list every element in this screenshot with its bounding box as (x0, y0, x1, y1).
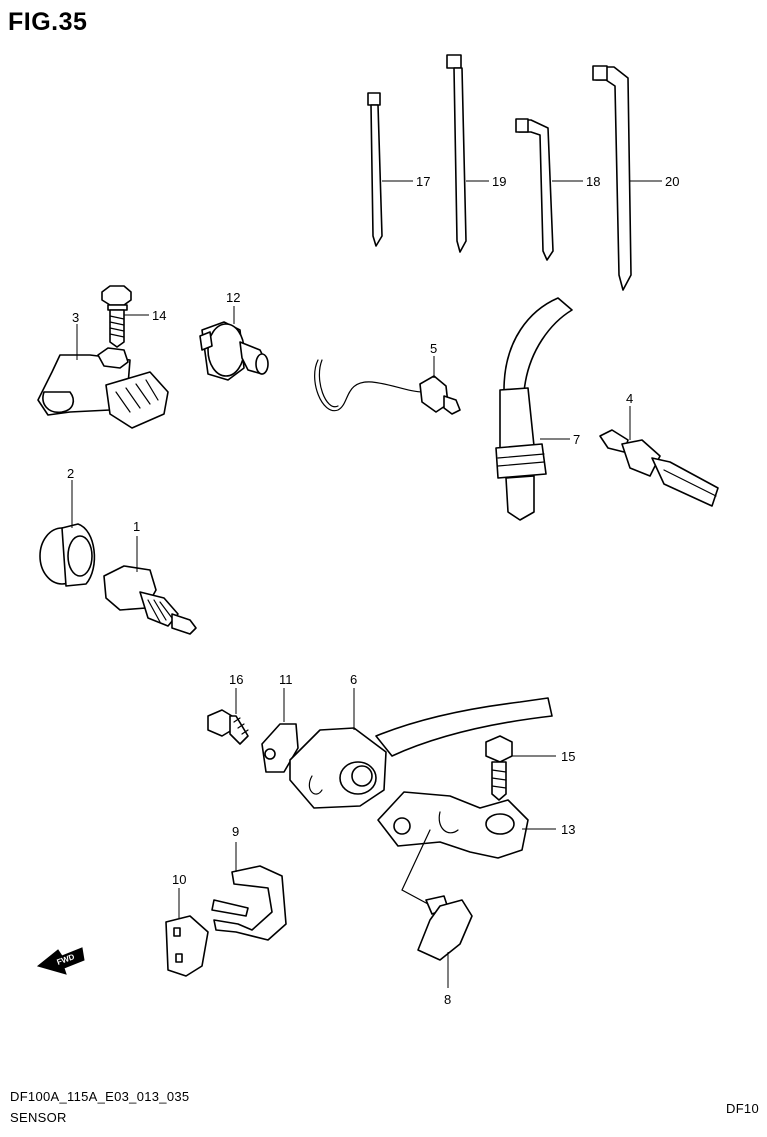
callout-labels: 17 19 18 20 14 12 3 5 7 4 2 1 16 11 6 15… (67, 174, 679, 1007)
crank-sensor-6 (289, 688, 553, 809)
callout-2: 2 (67, 466, 74, 481)
model-code: DF100A_115A_E03_013_035 (10, 1089, 190, 1104)
callout-15: 15 (561, 749, 575, 764)
temp-sender-1 (103, 536, 197, 635)
callout-11: 11 (279, 672, 293, 687)
forward-arrow-icon: FWD (36, 947, 85, 975)
figure-title: FIG.35 (8, 8, 88, 36)
callout-18: 18 (586, 174, 600, 189)
callout-13: 13 (561, 822, 575, 837)
callout-16: 16 (229, 672, 243, 687)
knock-sensor-12 (199, 306, 269, 381)
plate-10 (165, 888, 209, 977)
callout-14: 14 (152, 308, 166, 323)
callout-6: 6 (350, 672, 357, 687)
callout-20: 20 (665, 174, 679, 189)
callout-7: 7 (573, 432, 580, 447)
map-sensor-3 (37, 324, 169, 429)
oxygen-sensor-7 (495, 297, 573, 521)
bolt-15 (485, 735, 556, 801)
plate-11 (261, 688, 299, 773)
bolt-14 (101, 285, 149, 348)
callout-17: 17 (416, 174, 430, 189)
callout-4: 4 (626, 391, 633, 406)
temp-sensor-5 (314, 356, 461, 415)
callout-12: 12 (226, 290, 240, 305)
bracket-13 (377, 791, 556, 859)
clamp-9 (211, 842, 287, 941)
callout-1: 1 (133, 519, 140, 534)
bolt-16 (207, 688, 249, 745)
cable-tie-18 (515, 118, 583, 261)
cable-tie-19 (446, 54, 489, 253)
temp-sensor-4 (599, 406, 719, 507)
callout-5: 5 (430, 341, 437, 356)
callout-19: 19 (492, 174, 506, 189)
right-code: DF10 (726, 1101, 759, 1116)
callout-3: 3 (72, 310, 79, 325)
clip-8 (401, 829, 473, 988)
grommet-2 (39, 480, 96, 587)
cable-tie-20 (592, 65, 662, 291)
callout-9: 9 (232, 824, 239, 839)
section-name: SENSOR (10, 1110, 67, 1125)
callout-8: 8 (444, 992, 451, 1007)
callout-10: 10 (172, 872, 186, 887)
cable-tie-17 (367, 92, 413, 247)
